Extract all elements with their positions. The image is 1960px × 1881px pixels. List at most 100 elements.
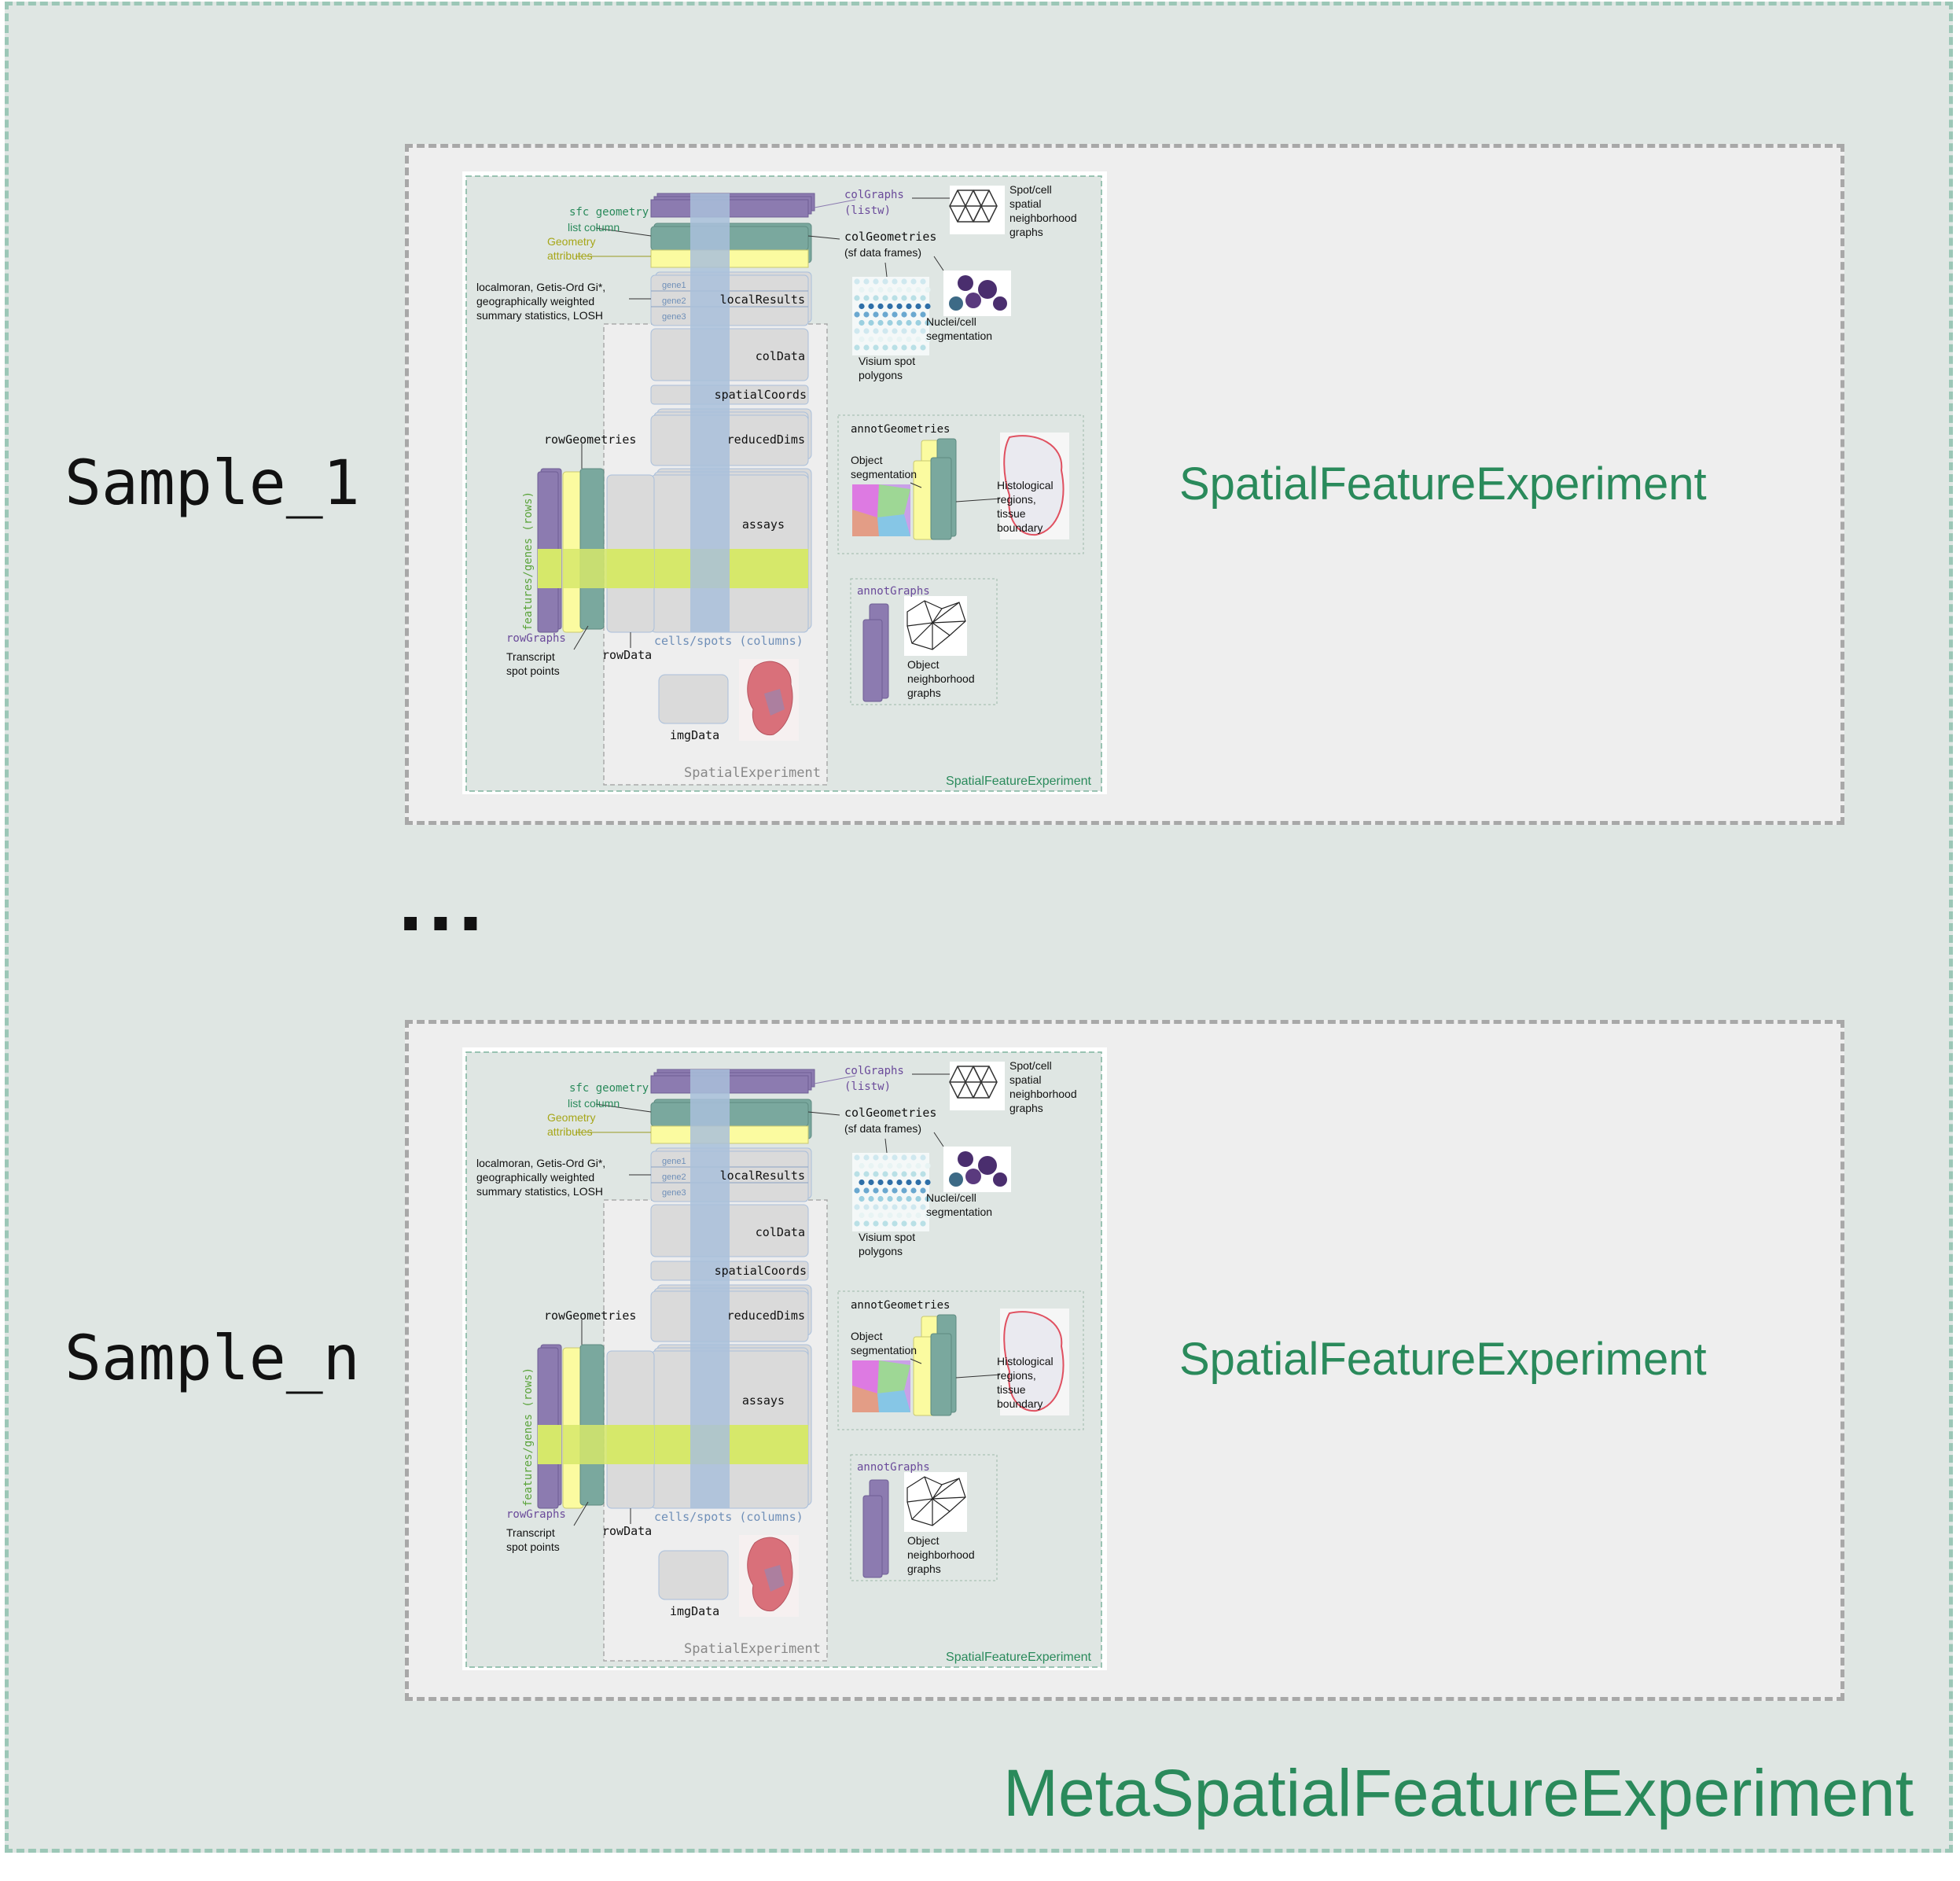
annot-sfc-front xyxy=(930,457,952,540)
meta-sfe-label: MetaSpatialFeatureExperiment xyxy=(1003,1756,1914,1830)
visium-spot xyxy=(854,328,860,334)
visium-spot xyxy=(920,278,926,285)
label-spatialcoords: spatialCoords xyxy=(715,1264,807,1278)
leader-rowgraphs xyxy=(573,625,589,650)
visium-spot xyxy=(915,1162,921,1169)
label-assays: assays xyxy=(742,517,785,532)
label-listw: (listw) xyxy=(844,1080,891,1093)
visium-spot xyxy=(906,1212,912,1219)
visium-spot xyxy=(868,1195,874,1202)
label-stats-3: summary statistics, LOSH xyxy=(476,1185,603,1198)
visium-spot xyxy=(868,1212,874,1219)
visium-spot xyxy=(887,303,893,310)
annotgeometries-frame xyxy=(837,1290,1084,1430)
label-cells-spots: cells/spots (columns) xyxy=(654,634,803,648)
visium-spot xyxy=(925,1212,931,1219)
label-visium-1: Visium spot xyxy=(859,1231,915,1243)
label-spatialexperiment: SpatialExperiment xyxy=(684,1641,821,1657)
leader-object-seg xyxy=(910,1358,922,1364)
label-stats-2: geographically weighted xyxy=(476,1171,594,1183)
label-gene1: gene1 xyxy=(662,1157,686,1166)
label-gene3: gene3 xyxy=(662,312,686,322)
visium-spot xyxy=(887,1195,893,1202)
label-spot-graph-2: spatial xyxy=(1009,1073,1041,1086)
visium-spot xyxy=(873,1220,879,1227)
label-spot-graph-2: spatial xyxy=(1009,197,1041,210)
label-spatialexperiment: SpatialExperiment xyxy=(684,765,821,781)
visium-spot xyxy=(920,328,926,334)
label-features-genes: features/genes (rows) xyxy=(522,1367,535,1507)
visium-spot xyxy=(863,344,870,351)
visium-spot xyxy=(873,278,879,285)
rowgraphs-highlight xyxy=(538,549,561,588)
label-spot-graph-3: neighborhood xyxy=(1009,212,1077,224)
visium-spot xyxy=(863,295,870,301)
leader-colgraphs-stack xyxy=(814,1075,856,1084)
visium-spot xyxy=(892,344,898,351)
label-nuclei-2: segmentation xyxy=(926,1206,992,1218)
visium-spot xyxy=(877,319,884,326)
visium-spot xyxy=(887,1162,893,1169)
visium-spot xyxy=(868,303,874,310)
visium-spot xyxy=(882,278,888,285)
label-visium-2: polygons xyxy=(859,1245,903,1257)
label-objnb-1: Object xyxy=(907,658,940,671)
label-imgdata: imgData xyxy=(670,1604,719,1618)
label-cells-spots: cells/spots (columns) xyxy=(654,1510,803,1524)
visium-spot xyxy=(910,1220,917,1227)
visium-spot xyxy=(906,1179,912,1186)
visium-spot xyxy=(901,1187,907,1194)
visium-spot xyxy=(887,319,893,326)
label-localresults: localResults xyxy=(720,1169,805,1183)
visium-spot xyxy=(915,1195,921,1202)
visium-spot xyxy=(925,1179,931,1186)
visium-spot xyxy=(925,303,931,310)
tissue-image-detail xyxy=(764,1565,785,1592)
visium-spot xyxy=(882,311,888,318)
label-rowgraphs: rowGraphs xyxy=(506,1508,566,1521)
label-colgraphs: colGraphs xyxy=(844,1065,904,1077)
label-transcript-1: Transcript xyxy=(506,1526,555,1539)
visium-spot xyxy=(854,295,860,301)
leader-histology xyxy=(955,1374,1001,1379)
visium-spot xyxy=(906,1162,912,1169)
visium-spot xyxy=(863,1187,870,1194)
label-visium-1: Visium spot xyxy=(859,355,915,367)
visium-spot xyxy=(868,1179,874,1186)
label-hist-4: boundary xyxy=(997,521,1043,534)
visium-spot xyxy=(877,1212,884,1219)
visium-spots-icon xyxy=(854,278,931,351)
visium-spot xyxy=(901,328,907,334)
annotgraphs-front xyxy=(862,1495,883,1578)
label-stats-1: localmoran, Getis-Ord Gi*, xyxy=(476,281,605,293)
label-nuclei-2: segmentation xyxy=(926,329,992,342)
visium-spot xyxy=(920,344,926,351)
visium-spot xyxy=(920,1204,926,1210)
label-colgeometries: colGeometries xyxy=(844,1106,936,1120)
visium-spot xyxy=(901,278,907,285)
label-gene2: gene2 xyxy=(662,1172,686,1182)
label-hist-1: Histological xyxy=(997,479,1054,491)
visium-spot xyxy=(920,1220,926,1227)
visium-spot xyxy=(882,1220,888,1227)
visium-spot xyxy=(882,328,888,334)
label-stats-2: geographically weighted xyxy=(476,295,594,307)
visium-spot xyxy=(873,1204,879,1210)
leader-visium xyxy=(884,1138,888,1154)
visium-spot xyxy=(873,311,879,318)
label-list-column: list column xyxy=(568,221,620,234)
label-list-column: list column xyxy=(568,1097,620,1110)
label-coldata: colData xyxy=(756,1225,805,1239)
visium-spot xyxy=(896,319,903,326)
label-objnb-3: graphs xyxy=(907,1563,941,1575)
leader-sfc xyxy=(595,227,652,237)
visium-spot xyxy=(896,1162,903,1169)
column-highlight-band xyxy=(690,1069,730,1508)
visium-spot xyxy=(892,328,898,334)
annotgraphs-frame xyxy=(850,578,998,705)
label-hist-2: regions, xyxy=(997,493,1036,506)
visium-spot xyxy=(892,1187,898,1194)
visium-spot xyxy=(925,336,931,343)
label-assays: assays xyxy=(742,1393,785,1408)
label-rowgeometries: rowGeometries xyxy=(544,1309,636,1323)
